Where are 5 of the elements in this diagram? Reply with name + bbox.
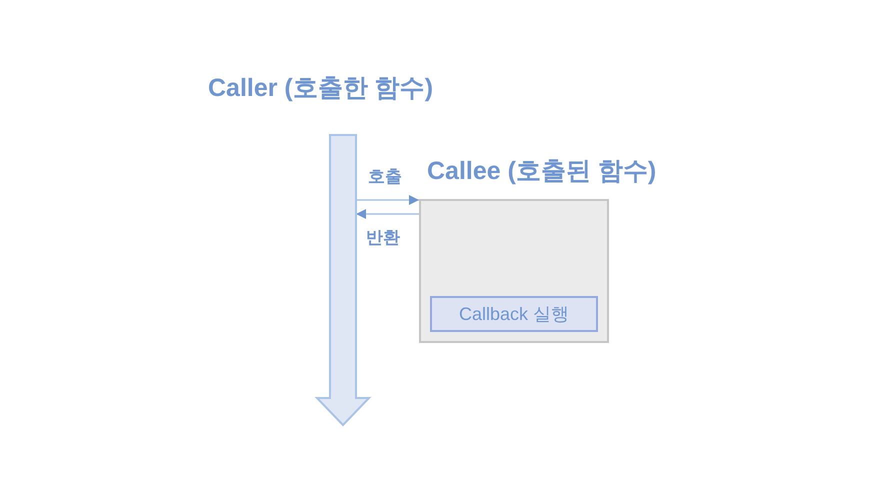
arrow <box>356 195 419 205</box>
process-box: Callback 실행 <box>430 296 598 332</box>
heading: Caller (호출한 함수) <box>208 73 434 104</box>
heading: Callee (호출된 함수) <box>427 156 656 187</box>
arrow <box>356 209 419 219</box>
